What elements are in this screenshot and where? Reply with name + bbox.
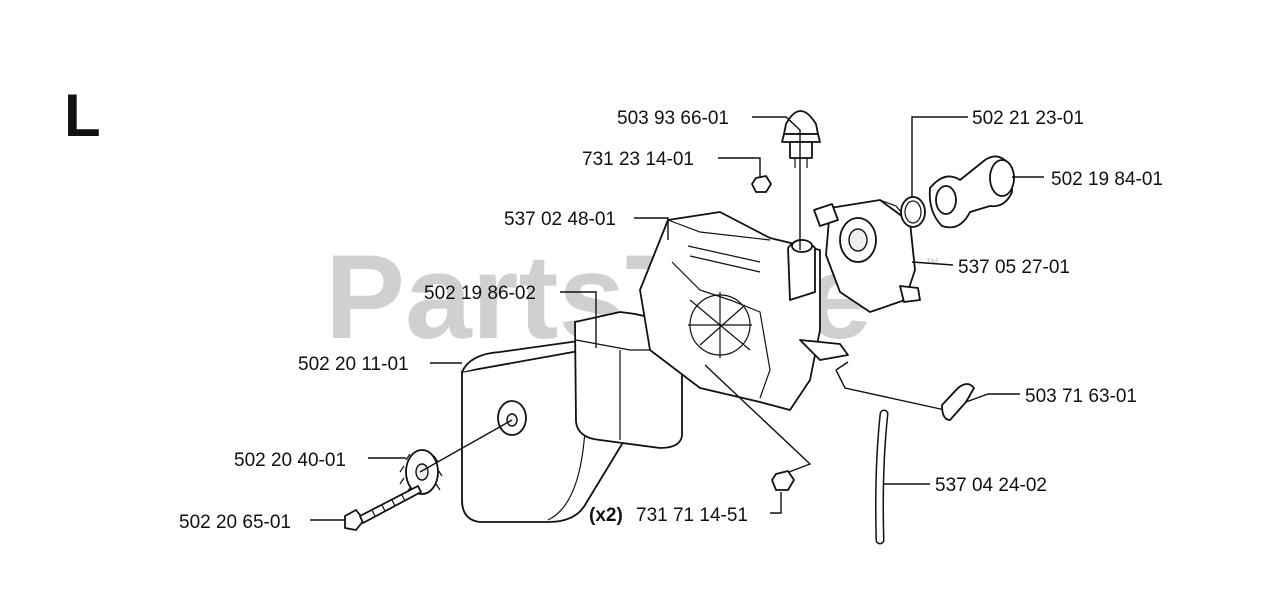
bolt-drawing: [344, 485, 422, 531]
callout-carburetor: 537 05 27-01: [958, 257, 1070, 278]
leader-lines: [310, 116, 1044, 521]
callout-knob: 502 20 40-01: [234, 450, 346, 471]
callout-nut-bottom: 731 71 14-51: [636, 505, 748, 526]
callout-fuel-line: 537 04 24-02: [935, 475, 1047, 496]
callout-bolt: 502 20 65-01: [179, 512, 291, 533]
throttle-rod-drawing: [835, 361, 975, 421]
carburetor-drawing: [813, 199, 921, 313]
callout-intake-elbow: 502 19 84-01: [1051, 169, 1163, 190]
nut-bottom-drawing: [771, 470, 795, 491]
primer-bulb-drawing: [781, 110, 821, 168]
callout-carb-housing: 537 02 48-01: [504, 209, 616, 230]
callout-nut-top: 731 23 14-01: [582, 149, 694, 170]
section-letter: L: [64, 82, 101, 149]
knob-drawing: [399, 449, 443, 495]
callout-nut-bottom-qty: (x2): [589, 505, 623, 526]
callout-gasket-ring: 502 21 23-01: [972, 108, 1084, 129]
callout-air-filter-cover: 502 20 11-01: [298, 354, 409, 375]
callout-filter-element: 502 19 86-02: [424, 283, 536, 304]
intake-elbow-drawing: [928, 155, 1015, 229]
carb-housing-drawing: [639, 211, 849, 411]
callout-throttle-rod: 503 71 63-01: [1025, 386, 1137, 407]
callout-primer-bulb: 503 93 66-01: [617, 108, 729, 129]
nut-top-drawing: [751, 175, 772, 193]
